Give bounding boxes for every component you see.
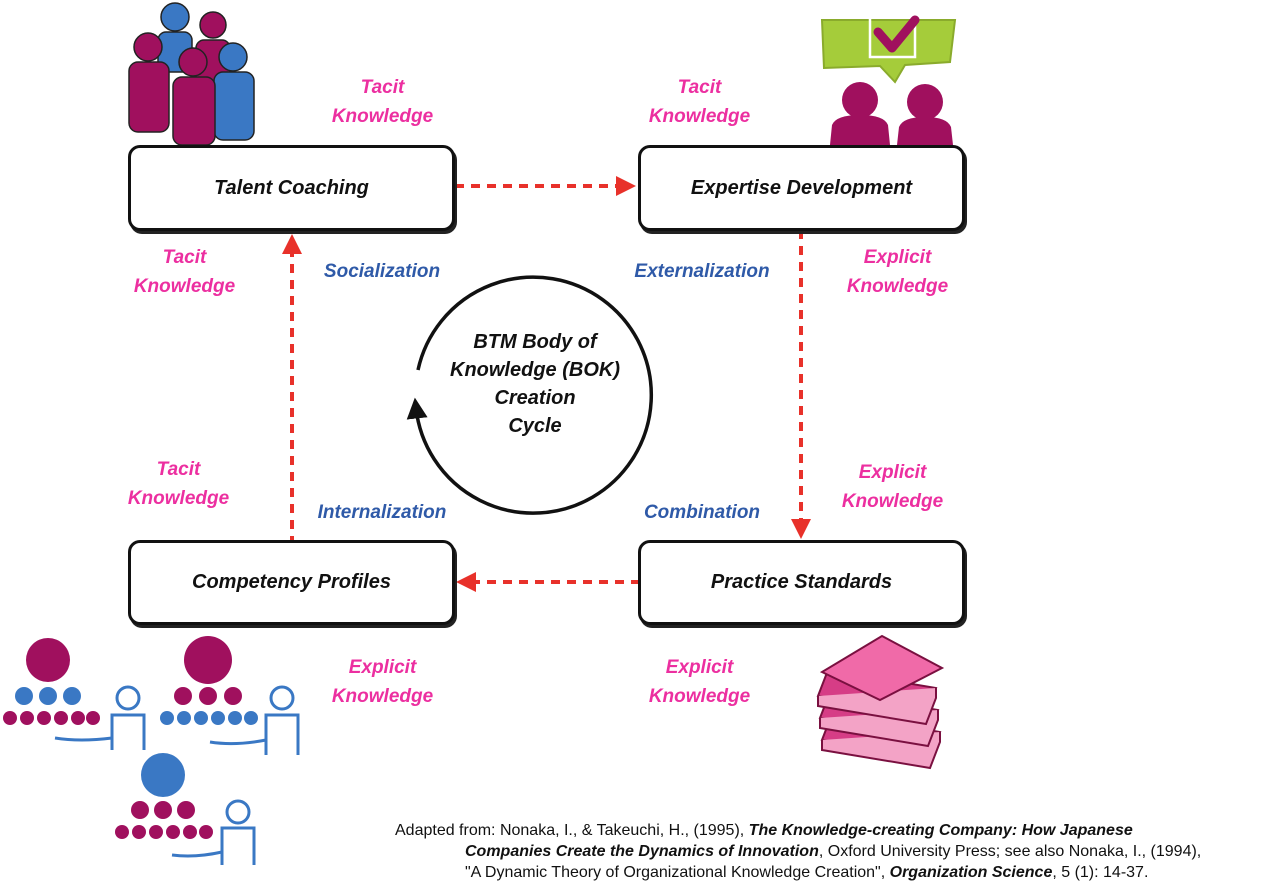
- cycle-title-line: Creation: [494, 387, 576, 409]
- label-tacit-top-left: Tacit Knowledge: [310, 73, 455, 131]
- label-line: Knowledge: [133, 276, 236, 297]
- label-line: Explicit: [858, 462, 927, 483]
- label-line: Tacit: [156, 459, 201, 480]
- label-explicit-mid-right: Explicit Knowledge: [825, 243, 970, 301]
- box-practice-standards-label: Practice Standards: [710, 571, 893, 593]
- label-tacit-top-right: Tacit Knowledge: [627, 73, 772, 131]
- label-explicit-bottom-right: Explicit Knowledge: [627, 653, 772, 711]
- label-explicit-lower-right: Explicit Knowledge: [820, 458, 965, 516]
- box-talent-coaching: Talent Coaching: [128, 145, 455, 231]
- citation-text: , Oxford University Press; see also Nona…: [818, 843, 1202, 860]
- label-internalization: Internalization: [317, 502, 447, 523]
- label-line: Knowledge: [846, 276, 949, 297]
- label-line: Tacit: [360, 77, 405, 98]
- cycle-title-line: BTM Body of: [473, 331, 597, 353]
- citation-book-title-cont: Companies Create the Dynamics of Innovat…: [465, 843, 819, 860]
- label-combination: Combination: [643, 502, 761, 523]
- citation-journal: Organization Science: [889, 864, 1053, 881]
- people-group-icon: [128, 2, 255, 146]
- label-line: Explicit: [348, 657, 417, 678]
- label-line: Explicit: [863, 247, 932, 268]
- citation-text: Adapted from: Nonaka, I., & Takeuchi, H.…: [395, 822, 749, 839]
- discussion-checkmark-icon: [820, 10, 957, 145]
- cycle-title-line: Knowledge (BOK): [450, 359, 620, 381]
- box-expertise-development-label: Expertise Development: [690, 176, 913, 199]
- box-competency-profiles: Competency Profiles: [128, 540, 455, 625]
- box-competency-profiles-label: Competency Profiles: [192, 571, 391, 593]
- citation: Adapted from: Nonaka, I., & Takeuchi, H.…: [395, 820, 1275, 883]
- box-practice-standards: Practice Standards: [638, 540, 965, 625]
- label-line: Knowledge: [648, 686, 751, 707]
- label-line: Tacit: [162, 247, 207, 268]
- citation-text: "A Dynamic Theory of Organizational Know…: [465, 864, 890, 881]
- citation-book-title: The Knowledge-creating Company: How Japa…: [748, 822, 1133, 839]
- label-line: Knowledge: [648, 106, 751, 127]
- document-stack-icon: [816, 634, 945, 770]
- label-line: Knowledge: [331, 686, 434, 707]
- citation-text: , 5 (1): 14-37.: [1052, 864, 1149, 881]
- label-line: Knowledge: [331, 106, 434, 127]
- box-expertise-development: Expertise Development: [638, 145, 965, 231]
- cycle-circle-arrow: [406, 275, 654, 515]
- org-chart-people-icon: [3, 636, 300, 865]
- cycle-center-title: BTM Body of Knowledge (BOK) Creation Cyc…: [425, 328, 645, 440]
- label-tacit-lower-left: Tacit Knowledge: [106, 455, 251, 513]
- box-talent-coaching-label: Talent Coaching: [214, 176, 369, 199]
- label-line: Knowledge: [127, 488, 230, 509]
- label-line: Knowledge: [841, 491, 944, 512]
- label-tacit-mid-left: Tacit Knowledge: [112, 243, 257, 301]
- cycle-title-line: Cycle: [508, 415, 562, 437]
- label-externalization: Externalization: [634, 261, 770, 282]
- label-explicit-bottom-left: Explicit Knowledge: [310, 653, 455, 711]
- label-line: Tacit: [677, 77, 722, 98]
- label-socialization: Socialization: [323, 261, 441, 282]
- label-line: Explicit: [665, 657, 734, 678]
